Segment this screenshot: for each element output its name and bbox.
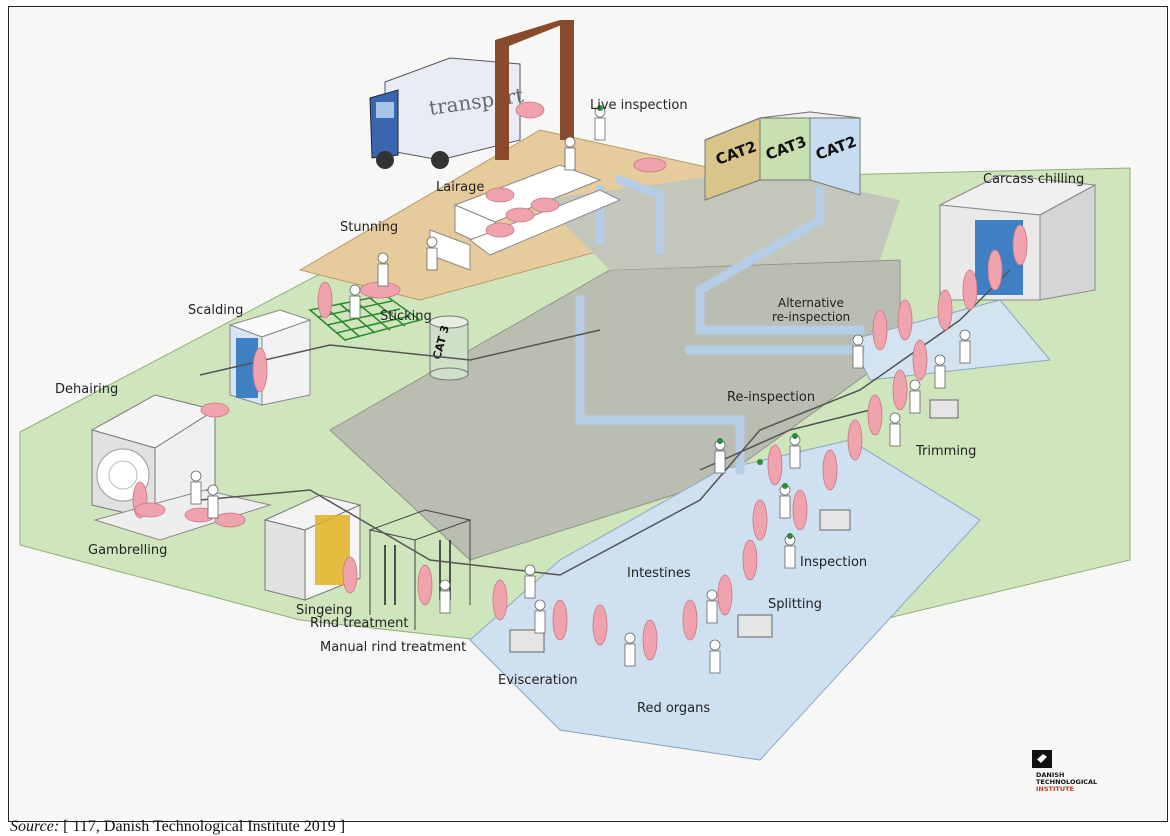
trolleys	[509, 399, 959, 653]
label-live-inspection: Live inspection	[590, 98, 688, 113]
label-sticking: Sticking	[380, 309, 432, 324]
label-manual-rind-treatment: Manual rind treatment	[320, 640, 467, 655]
label-carcass-chilling: Carcass chilling	[983, 172, 1085, 187]
label-red-organs: Red organs	[637, 701, 711, 716]
cat3-drum: CAT 3	[429, 315, 469, 381]
gambrelling-table	[93, 489, 272, 541]
logo-line3: INSTITUTE	[1036, 785, 1074, 793]
label-alternative-re-inspection: Alternative re-inspection	[772, 296, 850, 324]
cat-containers: CAT2 CAT3 CAT2	[704, 111, 861, 201]
dti-logo-mark-icon	[1032, 750, 1052, 768]
source-caption: Source: [ 117, Danish Technological Inst…	[10, 818, 345, 836]
green-hats	[597, 105, 798, 539]
lairage-pens	[429, 164, 622, 271]
label-re-inspection: Re-inspection	[727, 390, 816, 405]
waste-pipes	[575, 174, 865, 475]
logo-line1: DANISH	[1036, 771, 1065, 779]
label-inspection: Inspection	[800, 555, 868, 570]
label-stunning: Stunning	[340, 220, 399, 235]
label-evisceration: Evisceration	[498, 673, 578, 688]
alt-line2: re-inspection	[772, 310, 851, 324]
source-text: [ 117, Danish Technological Institute 20…	[59, 818, 346, 835]
singeing-oven	[263, 494, 362, 601]
rind-treatment-frame	[368, 509, 472, 630]
label-trimming: Trimming	[916, 444, 977, 459]
source-label: Source:	[10, 818, 60, 835]
label-singeing: Singeing	[296, 603, 353, 618]
unloading-gate	[495, 20, 574, 160]
scalding-tank	[228, 309, 312, 406]
dti-logo: DANISH TECHNOLOGICAL INSTITUTE	[1030, 748, 1128, 800]
label-scalding: Scalding	[188, 303, 244, 318]
dti-logo-text: DANISH TECHNOLOGICAL INSTITUTE	[1036, 772, 1097, 793]
label-dehairing: Dehairing	[55, 382, 119, 397]
label-lairage: Lairage	[436, 180, 485, 195]
label-intestines: Intestines	[627, 566, 691, 581]
pigs	[132, 101, 1028, 661]
grey-strip	[540, 170, 900, 270]
logo-line2: TECHNOLOGICAL	[1036, 778, 1098, 786]
alt-line1: Alternative	[778, 296, 844, 310]
label-splitting: Splitting	[768, 597, 823, 612]
label-rind-treatment: Rind treatment	[310, 616, 409, 631]
label-gambrelling: Gambrelling	[88, 543, 168, 558]
